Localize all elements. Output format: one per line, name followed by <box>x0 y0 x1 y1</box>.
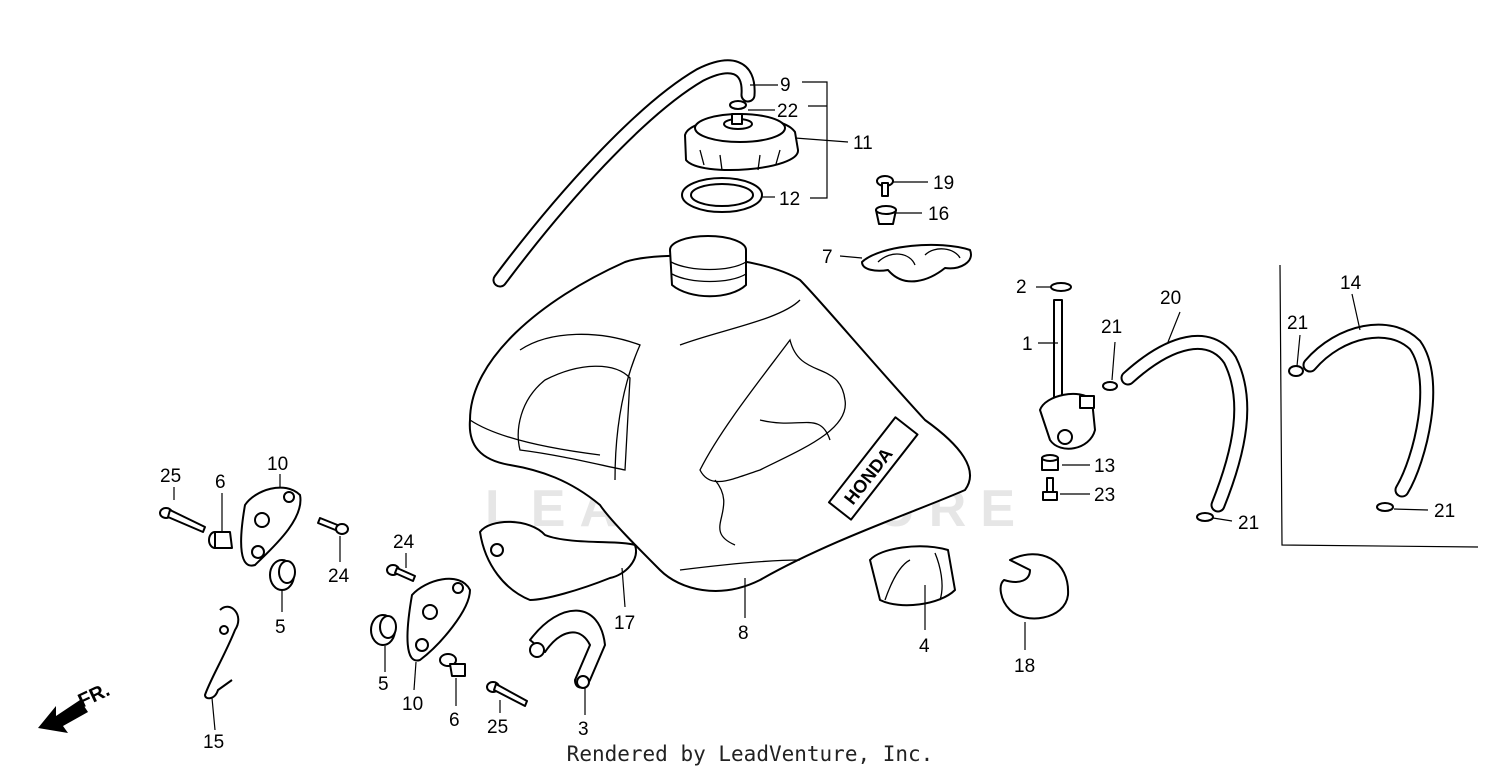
callout-25-b: 25 <box>487 717 508 738</box>
callout-labels: 9 22 11 12 19 16 7 2 1 21 20 13 23 21 14… <box>160 75 1455 753</box>
callout-21-b: 21 <box>1238 513 1259 534</box>
callout-12: 12 <box>779 189 800 210</box>
callout-21-d: 21 <box>1434 501 1455 522</box>
callout-13: 13 <box>1094 456 1115 477</box>
callout-19: 19 <box>933 173 954 194</box>
band-strap-part[interactable] <box>999 553 1070 620</box>
callout-15: 15 <box>203 732 224 753</box>
band-part[interactable] <box>869 545 956 607</box>
callout-14: 14 <box>1340 273 1362 294</box>
callout-3: 3 <box>578 719 589 740</box>
callout-1: 1 <box>1022 334 1033 355</box>
breather-hose-part[interactable] <box>492 59 756 288</box>
mounting-clamp-part[interactable] <box>529 609 606 689</box>
callout-18: 18 <box>1014 656 1035 677</box>
callout-8: 8 <box>738 623 749 644</box>
callout-23: 23 <box>1094 485 1115 506</box>
callout-21-c: 21 <box>1287 313 1308 334</box>
callout-5-b: 5 <box>378 674 389 695</box>
variant-box <box>1279 264 1479 548</box>
callout-24-b: 24 <box>393 532 415 553</box>
fuel-valve-part[interactable] <box>1039 299 1096 450</box>
breather-tube-part[interactable] <box>1302 323 1435 498</box>
callout-21-a: 21 <box>1101 317 1122 338</box>
bolt-part[interactable] <box>486 681 528 707</box>
tank-cushion-part[interactable] <box>861 243 972 283</box>
screw-part[interactable] <box>1042 477 1058 501</box>
collar-part[interactable] <box>875 205 897 225</box>
tube-clip-part[interactable] <box>1288 365 1304 377</box>
tube-clip-part[interactable] <box>1102 381 1118 391</box>
callout-4: 4 <box>919 636 930 657</box>
callout-11: 11 <box>853 133 873 154</box>
callout-22: 22 <box>777 101 798 122</box>
tube-clip-part[interactable] <box>1196 512 1214 522</box>
bolt-part[interactable] <box>159 507 206 533</box>
callout-7: 7 <box>822 247 833 268</box>
render-credit: Rendered by LeadVenture, Inc. <box>566 742 934 766</box>
callout-9: 9 <box>780 75 791 96</box>
callout-6-b: 6 <box>449 710 460 731</box>
callout-25-a: 25 <box>160 466 181 487</box>
collar-part[interactable] <box>208 531 233 549</box>
rubber-grommet-part[interactable] <box>269 559 296 591</box>
callout-10-a: 10 <box>267 454 288 475</box>
bolt-part[interactable] <box>876 175 894 197</box>
bracket-cover-part[interactable] <box>479 520 637 601</box>
callout-6-a: 6 <box>215 472 226 493</box>
tank-stay-part[interactable] <box>240 486 302 567</box>
nut-part[interactable] <box>1041 454 1059 471</box>
callout-5-a: 5 <box>275 617 286 638</box>
cap-gasket-part[interactable] <box>681 177 763 213</box>
bolt-part[interactable] <box>386 564 416 582</box>
leader-lines <box>173 81 1429 731</box>
fuel-cap-part[interactable] <box>684 113 800 171</box>
fuel-tank-part[interactable]: HONDA <box>468 235 971 592</box>
callout-10-b: 10 <box>402 694 423 715</box>
stay-spring-part[interactable] <box>203 605 240 700</box>
o-ring-part[interactable] <box>1050 282 1072 292</box>
callout-24-a: 24 <box>328 566 350 587</box>
hose-clip-part[interactable] <box>729 100 747 110</box>
tube-clip-part[interactable] <box>1376 502 1394 512</box>
callout-17: 17 <box>614 613 635 634</box>
callout-20: 20 <box>1160 288 1181 309</box>
fuel-tube-part[interactable] <box>1120 334 1249 513</box>
collar-part[interactable] <box>439 653 466 677</box>
front-direction-arrow: FR. <box>38 679 113 733</box>
callout-2: 2 <box>1016 277 1027 298</box>
rubber-grommet-part[interactable] <box>370 614 397 646</box>
callout-16: 16 <box>928 204 949 225</box>
tank-stay-part[interactable] <box>406 577 471 662</box>
bolt-part[interactable] <box>317 517 349 535</box>
